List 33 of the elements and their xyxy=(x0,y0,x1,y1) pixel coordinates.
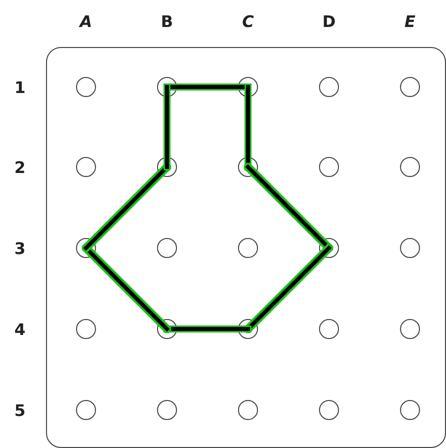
peg xyxy=(238,238,258,258)
geoboard xyxy=(46,47,446,448)
column-label: B xyxy=(160,14,174,30)
peg xyxy=(318,76,338,96)
column-label: A xyxy=(80,14,92,30)
peg xyxy=(318,156,338,176)
peg xyxy=(318,400,338,420)
peg xyxy=(76,400,96,420)
peg xyxy=(400,156,420,176)
rubber-band xyxy=(84,246,169,331)
rubber-band xyxy=(84,165,169,250)
row-label: 1 xyxy=(14,80,26,96)
peg xyxy=(76,156,96,176)
peg xyxy=(400,318,420,338)
peg xyxy=(156,238,176,258)
peg xyxy=(76,76,96,96)
peg xyxy=(400,400,420,420)
column-label: C xyxy=(242,14,254,30)
row-label: 4 xyxy=(14,322,26,338)
column-label: D xyxy=(322,14,336,30)
row-label: 2 xyxy=(14,160,26,176)
column-label: E xyxy=(404,14,416,30)
peg xyxy=(400,238,420,258)
peg xyxy=(156,400,176,420)
row-label: 3 xyxy=(14,241,26,257)
rubber-band xyxy=(246,165,331,250)
rubber-band xyxy=(165,327,250,331)
row-label: 5 xyxy=(14,403,26,419)
peg xyxy=(76,318,96,338)
peg xyxy=(400,76,420,96)
peg xyxy=(238,400,258,420)
rubber-band xyxy=(246,246,331,331)
peg xyxy=(318,318,338,338)
